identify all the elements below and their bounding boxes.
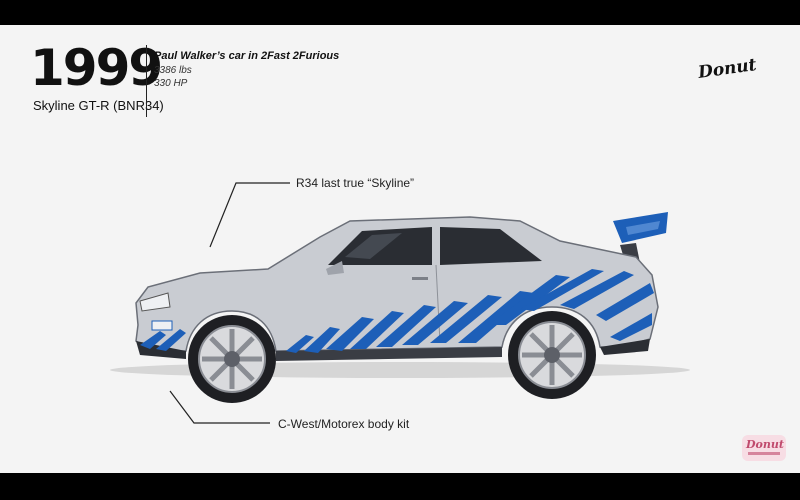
door-handle xyxy=(412,277,428,280)
livery-graphics xyxy=(140,269,654,353)
annotation-leader-top xyxy=(209,182,290,248)
model-name: Skyline GT-R (BNR34) xyxy=(33,98,164,113)
door-line xyxy=(435,264,441,344)
side-skirt xyxy=(276,347,502,361)
watermark-underline xyxy=(748,452,780,455)
donut-watermark: Donut xyxy=(742,435,786,461)
rear-window xyxy=(440,227,542,265)
annotation-top: R34 last true “Skyline” xyxy=(296,176,415,190)
rear-bumper xyxy=(600,339,650,355)
front-badge xyxy=(151,320,173,331)
power-text: 330 HP xyxy=(154,78,188,89)
donut-watermark-text: Donut xyxy=(746,438,784,451)
annotation-bottom: C-West/Motorex body kit xyxy=(278,417,410,431)
window-reflection xyxy=(345,233,402,259)
headlight xyxy=(139,292,171,312)
info-title: Paul Walker’s car in 2Fast 2Furious xyxy=(154,50,340,62)
front-wheel xyxy=(188,315,276,403)
car-illustration xyxy=(110,182,690,424)
weight-text: 3386 lbs xyxy=(154,65,192,76)
mirror xyxy=(326,261,344,275)
year-title: 1999 xyxy=(30,39,163,97)
car-info: Paul Walker’s car in 2Fast 2Furious 3386… xyxy=(154,50,339,91)
video-frame: 1999 Skyline GT-R (BNR34) Paul Walker’s … xyxy=(0,25,800,473)
rear-wheel xyxy=(508,311,596,399)
header-divider xyxy=(146,45,147,117)
annotation-leader-bottom xyxy=(169,390,270,424)
